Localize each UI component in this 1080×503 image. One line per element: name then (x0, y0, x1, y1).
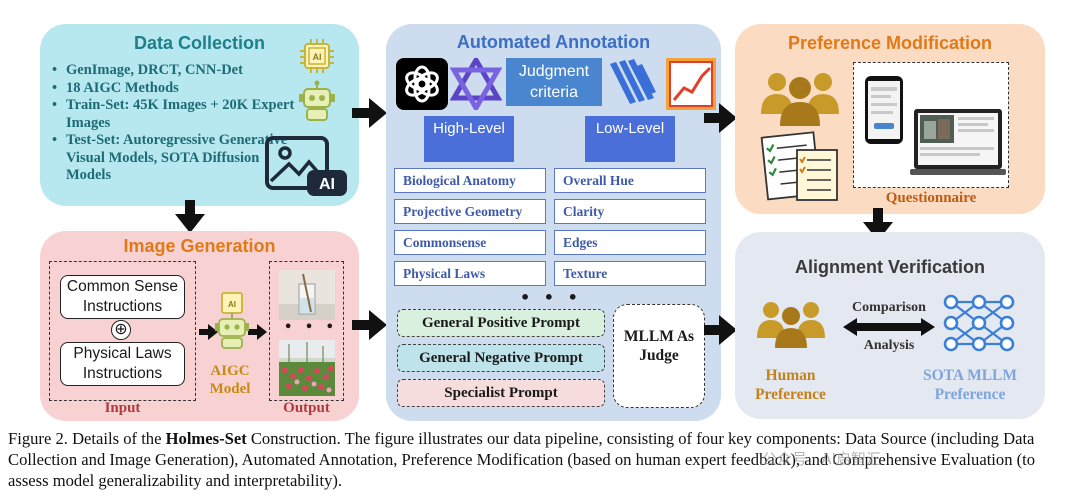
human-preference-label: Human Preference (755, 367, 826, 403)
sota-mllm-preference-label: SOTA MLLM Preference (922, 367, 1017, 403)
arrow-right-icon (704, 315, 737, 345)
image-generation-panel: Image Generation Common Sense Instructio… (40, 231, 359, 421)
data-collection-list: GenImage, DRCT, CNN-Det 18 AIGC Methods … (50, 62, 295, 185)
preference-modification-panel: Preference Modification (735, 24, 1045, 214)
criterion-physical-laws: Physical Laws (394, 261, 546, 286)
aigc-model-icon: AI (215, 292, 249, 349)
output-box: • • • (269, 261, 344, 401)
general-positive-prompt: General Positive Prompt (397, 309, 605, 337)
input-label: Input (104, 400, 141, 416)
arrow-right-icon (704, 103, 737, 133)
judgment-criteria-box: Judgment criteria (506, 58, 602, 106)
image-generation-title: Image Generation (123, 236, 276, 256)
criteria-ellipsis: • • • (520, 288, 582, 307)
low-level-box: Low-Level (585, 116, 675, 162)
arrow-down-icon (175, 200, 205, 233)
output-ellipsis: • • • (284, 320, 338, 335)
tulip-image (279, 340, 335, 396)
svg-text:AI: AI (228, 300, 236, 309)
arrow-down-icon (863, 208, 893, 241)
comparison-label: Comparison (852, 300, 926, 315)
plus-icon: ⊕ (111, 320, 131, 340)
criterion-texture: Texture (554, 261, 706, 286)
robot-icon (299, 80, 335, 121)
criterion-edges: Edges (554, 230, 706, 255)
data-collection-panel: Data Collection GenImage, DRCT, CNN-Det … (40, 24, 359, 206)
laptop-icon (910, 109, 1006, 175)
criterion-biological-anatomy: Biological Anatomy (394, 168, 546, 193)
arrow-right-icon (352, 98, 387, 128)
caption-prefix: Figure 2. Details of the (8, 429, 166, 448)
checklist-icon (760, 131, 838, 201)
physical-laws-instructions: Physical Laws Instructions (60, 342, 185, 386)
watermark: 公众号 · AI启智汇 (762, 450, 881, 468)
stripes-logo-icon (610, 59, 656, 104)
criterion-commonsense: Commonsense (394, 230, 546, 255)
questionnaire-label: Questionnaire (885, 190, 977, 206)
openai-logo-icon (396, 58, 448, 110)
criterion-projective-geometry: Projective Geometry (394, 199, 546, 224)
list-item: GenImage, DRCT, CNN-Det (50, 62, 295, 80)
human-preference-icon (757, 302, 825, 348)
common-sense-instructions: Common Sense Instructions (60, 275, 185, 319)
arrow-right-icon (199, 324, 218, 340)
alignment-verification-panel: Alignment Verification Comparison Analys… (735, 232, 1045, 419)
criterion-clarity: Clarity (554, 199, 706, 224)
input-box: Common Sense Instructions ⊕ Physical Law… (49, 261, 196, 401)
arrow-right-icon (352, 310, 387, 340)
list-item: Test-Set: Autoregressive Generative Visu… (50, 132, 295, 185)
data-collection-title: Data Collection (133, 33, 266, 53)
ai-badge-text: AI (319, 176, 335, 193)
people-group-icon (761, 73, 839, 126)
arrow-right-icon (248, 324, 267, 340)
double-arrow-icon (843, 318, 935, 336)
phone-icon (865, 76, 903, 144)
chart-logo-icon (666, 58, 716, 110)
star-logo-icon (450, 58, 502, 110)
automated-annotation-panel: Automated Annotation Judgment criteria (386, 24, 721, 421)
analysis-label: Analysis (863, 338, 915, 353)
ai-image-icon: AI (265, 136, 347, 196)
svg-text:AI: AI (313, 52, 322, 62)
preference-modification-title: Preference Modification (787, 33, 993, 53)
caption-rest: Construction. The figure illustrates our… (8, 429, 1036, 490)
list-item: Train-Set: 45K Images + 20K Expert Image… (50, 97, 295, 132)
neural-network-icon (943, 294, 1015, 352)
list-item: 18 AIGC Methods (50, 80, 295, 98)
figure-caption: Figure 2. Details of the Holmes-Set Cons… (8, 428, 1076, 491)
high-level-box: High-Level (424, 116, 514, 162)
automated-annotation-title: Automated Annotation (456, 32, 651, 52)
criterion-overall-hue: Overall Hue (554, 168, 706, 193)
alignment-verification-title: Alignment Verification (794, 257, 986, 277)
aigc-model-label: AIGC Model (209, 363, 251, 397)
mllm-as-judge-box: MLLM As Judge (613, 304, 705, 408)
questionnaire-box (853, 62, 1009, 188)
caption-bold: Holmes-Set (165, 429, 247, 448)
specialist-prompt: Specialist Prompt (397, 379, 605, 407)
glass-image (279, 270, 335, 320)
ai-chip-icon: AI (300, 39, 334, 73)
output-label: Output (283, 400, 330, 416)
general-negative-prompt: General Negative Prompt (397, 344, 605, 372)
